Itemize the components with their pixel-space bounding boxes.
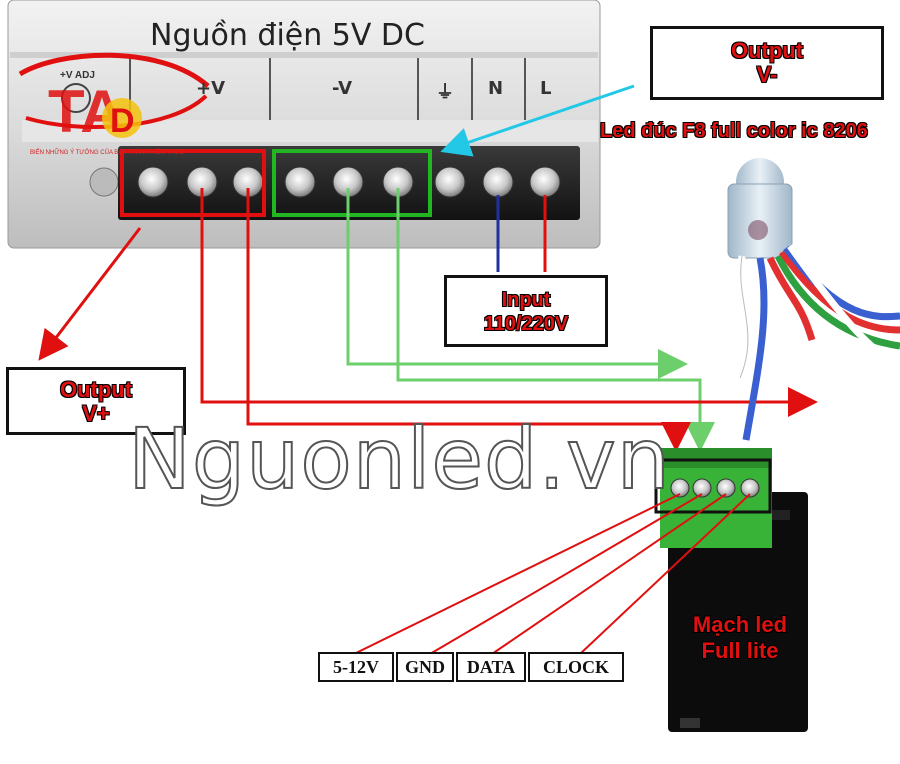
terminal-label-l: L	[540, 78, 552, 99]
terminal-label-v-minus: -V	[332, 78, 353, 99]
terminal-screws	[137, 166, 561, 198]
pin-leader-lines	[353, 493, 751, 655]
input-line1: Input	[501, 289, 551, 311]
led-pixel-module	[727, 158, 900, 441]
output-v-minus-line2: V-	[756, 62, 778, 87]
input-box: Input 110/220V	[444, 275, 608, 347]
controller-label: Mạch led Full lite	[680, 612, 800, 664]
v-plus-terminal-highlight	[120, 149, 266, 217]
led-controller-board	[660, 448, 808, 732]
terminal-label-v-plus: +V	[196, 78, 226, 99]
controller-label-line1: Mạch led	[692, 612, 788, 637]
terminal-label-n: N	[488, 78, 504, 99]
input-line2: 110/220V	[483, 313, 569, 335]
output-v-plus-box: Output V+	[6, 367, 186, 435]
psu-adj-label: +V ADJ	[60, 70, 95, 81]
v-minus-terminal-highlight	[272, 149, 432, 217]
controller-terminal-highlight	[654, 458, 772, 514]
pin-label-clock: CLOCK	[528, 652, 624, 682]
v-plus-wires	[200, 188, 818, 452]
v-plus-pointer-arrow	[38, 227, 142, 361]
svg-text:D: D	[110, 102, 135, 140]
company-logo: TA D	[18, 52, 210, 145]
pin-label-power: 5-12V	[318, 652, 394, 682]
psu-title: Nguồn điện 5V DC	[150, 18, 425, 53]
output-v-plus-line2: V+	[82, 401, 110, 426]
v-minus-pointer-arrow	[440, 84, 635, 157]
output-v-minus-line1: Output	[730, 38, 804, 63]
controller-label-line2: Full lite	[701, 638, 779, 663]
pin-label-gnd: GND	[396, 652, 454, 682]
adjust-knob-icon	[61, 83, 91, 113]
watermark: Nguonled.vn	[127, 409, 672, 509]
pin-label-data: DATA	[456, 652, 526, 682]
output-v-minus-box: Output V-	[650, 26, 884, 100]
v-minus-wires	[346, 188, 715, 452]
led-module-label: Led đúc F8 full color ic 8206	[600, 120, 868, 142]
controller-screws	[670, 478, 760, 498]
logo-tagline: BIẾN NHỮNG Ý TƯỞNG CỦA BẠN THÀNH HIỆN TH…	[30, 150, 184, 156]
terminal-label-ground: ⏚	[436, 82, 454, 103]
output-v-plus-line1: Output	[59, 377, 133, 402]
